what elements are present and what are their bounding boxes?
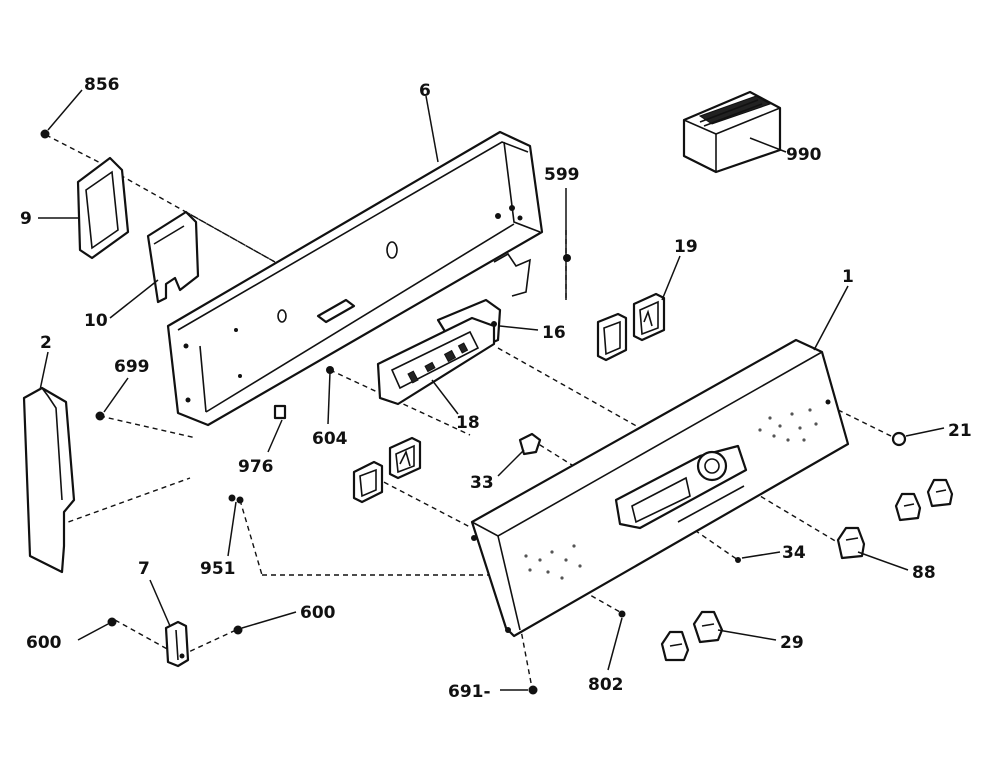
label-18: 18 — [456, 413, 480, 433]
label-16: 16 — [542, 323, 566, 343]
part-802-screw — [607, 610, 626, 671]
label-33: 33 — [470, 473, 494, 493]
label-600-right: 600 — [300, 603, 336, 623]
label-691: 691- — [448, 682, 491, 702]
part-labels: 856 6 599 990 9 10 19 16 2 699 18 1 604 … — [20, 75, 972, 702]
label-976: 976 — [238, 457, 274, 477]
label-21: 21 — [948, 421, 972, 441]
part-34-screw — [735, 551, 781, 563]
speckle-area-left — [524, 544, 582, 580]
part-856-screw — [40, 89, 83, 139]
part-9-bracket — [38, 156, 130, 260]
part-600-screw-left — [77, 617, 117, 641]
part-33-knob — [497, 432, 542, 477]
part-599-screw — [563, 188, 571, 300]
part-7-bracket — [149, 579, 190, 668]
part-21-screw — [891, 427, 945, 447]
label-10: 10 — [84, 311, 108, 331]
part-88-knobs — [836, 478, 954, 571]
part-951-screw — [227, 494, 244, 557]
label-9: 9 — [20, 209, 32, 229]
label-990: 990 — [786, 145, 822, 165]
part-691-screw — [500, 685, 538, 695]
part-18-control-board — [376, 316, 496, 415]
part-2-side-panel — [22, 351, 76, 574]
part-990-box — [682, 90, 787, 174]
label-599: 599 — [544, 165, 580, 185]
label-951: 951 — [200, 559, 236, 579]
label-29: 29 — [780, 633, 804, 653]
label-88: 88 — [912, 563, 936, 583]
label-2: 2 — [40, 333, 52, 353]
label-604: 604 — [312, 429, 348, 449]
part-6-back-panel — [166, 95, 544, 427]
label-19: 19 — [674, 237, 698, 257]
switches-pair — [352, 436, 422, 504]
part-604-screw — [326, 366, 334, 425]
part-976-clip — [267, 404, 287, 453]
label-34: 34 — [782, 543, 806, 563]
part-10-bracket — [109, 210, 200, 319]
part-29-knobs — [660, 610, 777, 662]
label-6: 6 — [419, 81, 431, 101]
speckle-area-right — [758, 408, 818, 442]
part-19-switches — [596, 255, 681, 362]
label-7: 7 — [138, 559, 150, 579]
part-699-screw — [95, 377, 129, 421]
label-699: 699 — [114, 357, 150, 377]
label-802: 802 — [588, 675, 624, 695]
label-1: 1 — [842, 267, 854, 287]
part-600-screw-right — [233, 611, 297, 635]
part-1-control-panel — [470, 285, 850, 638]
label-856: 856 — [84, 75, 120, 95]
label-600-left: 600 — [26, 633, 62, 653]
